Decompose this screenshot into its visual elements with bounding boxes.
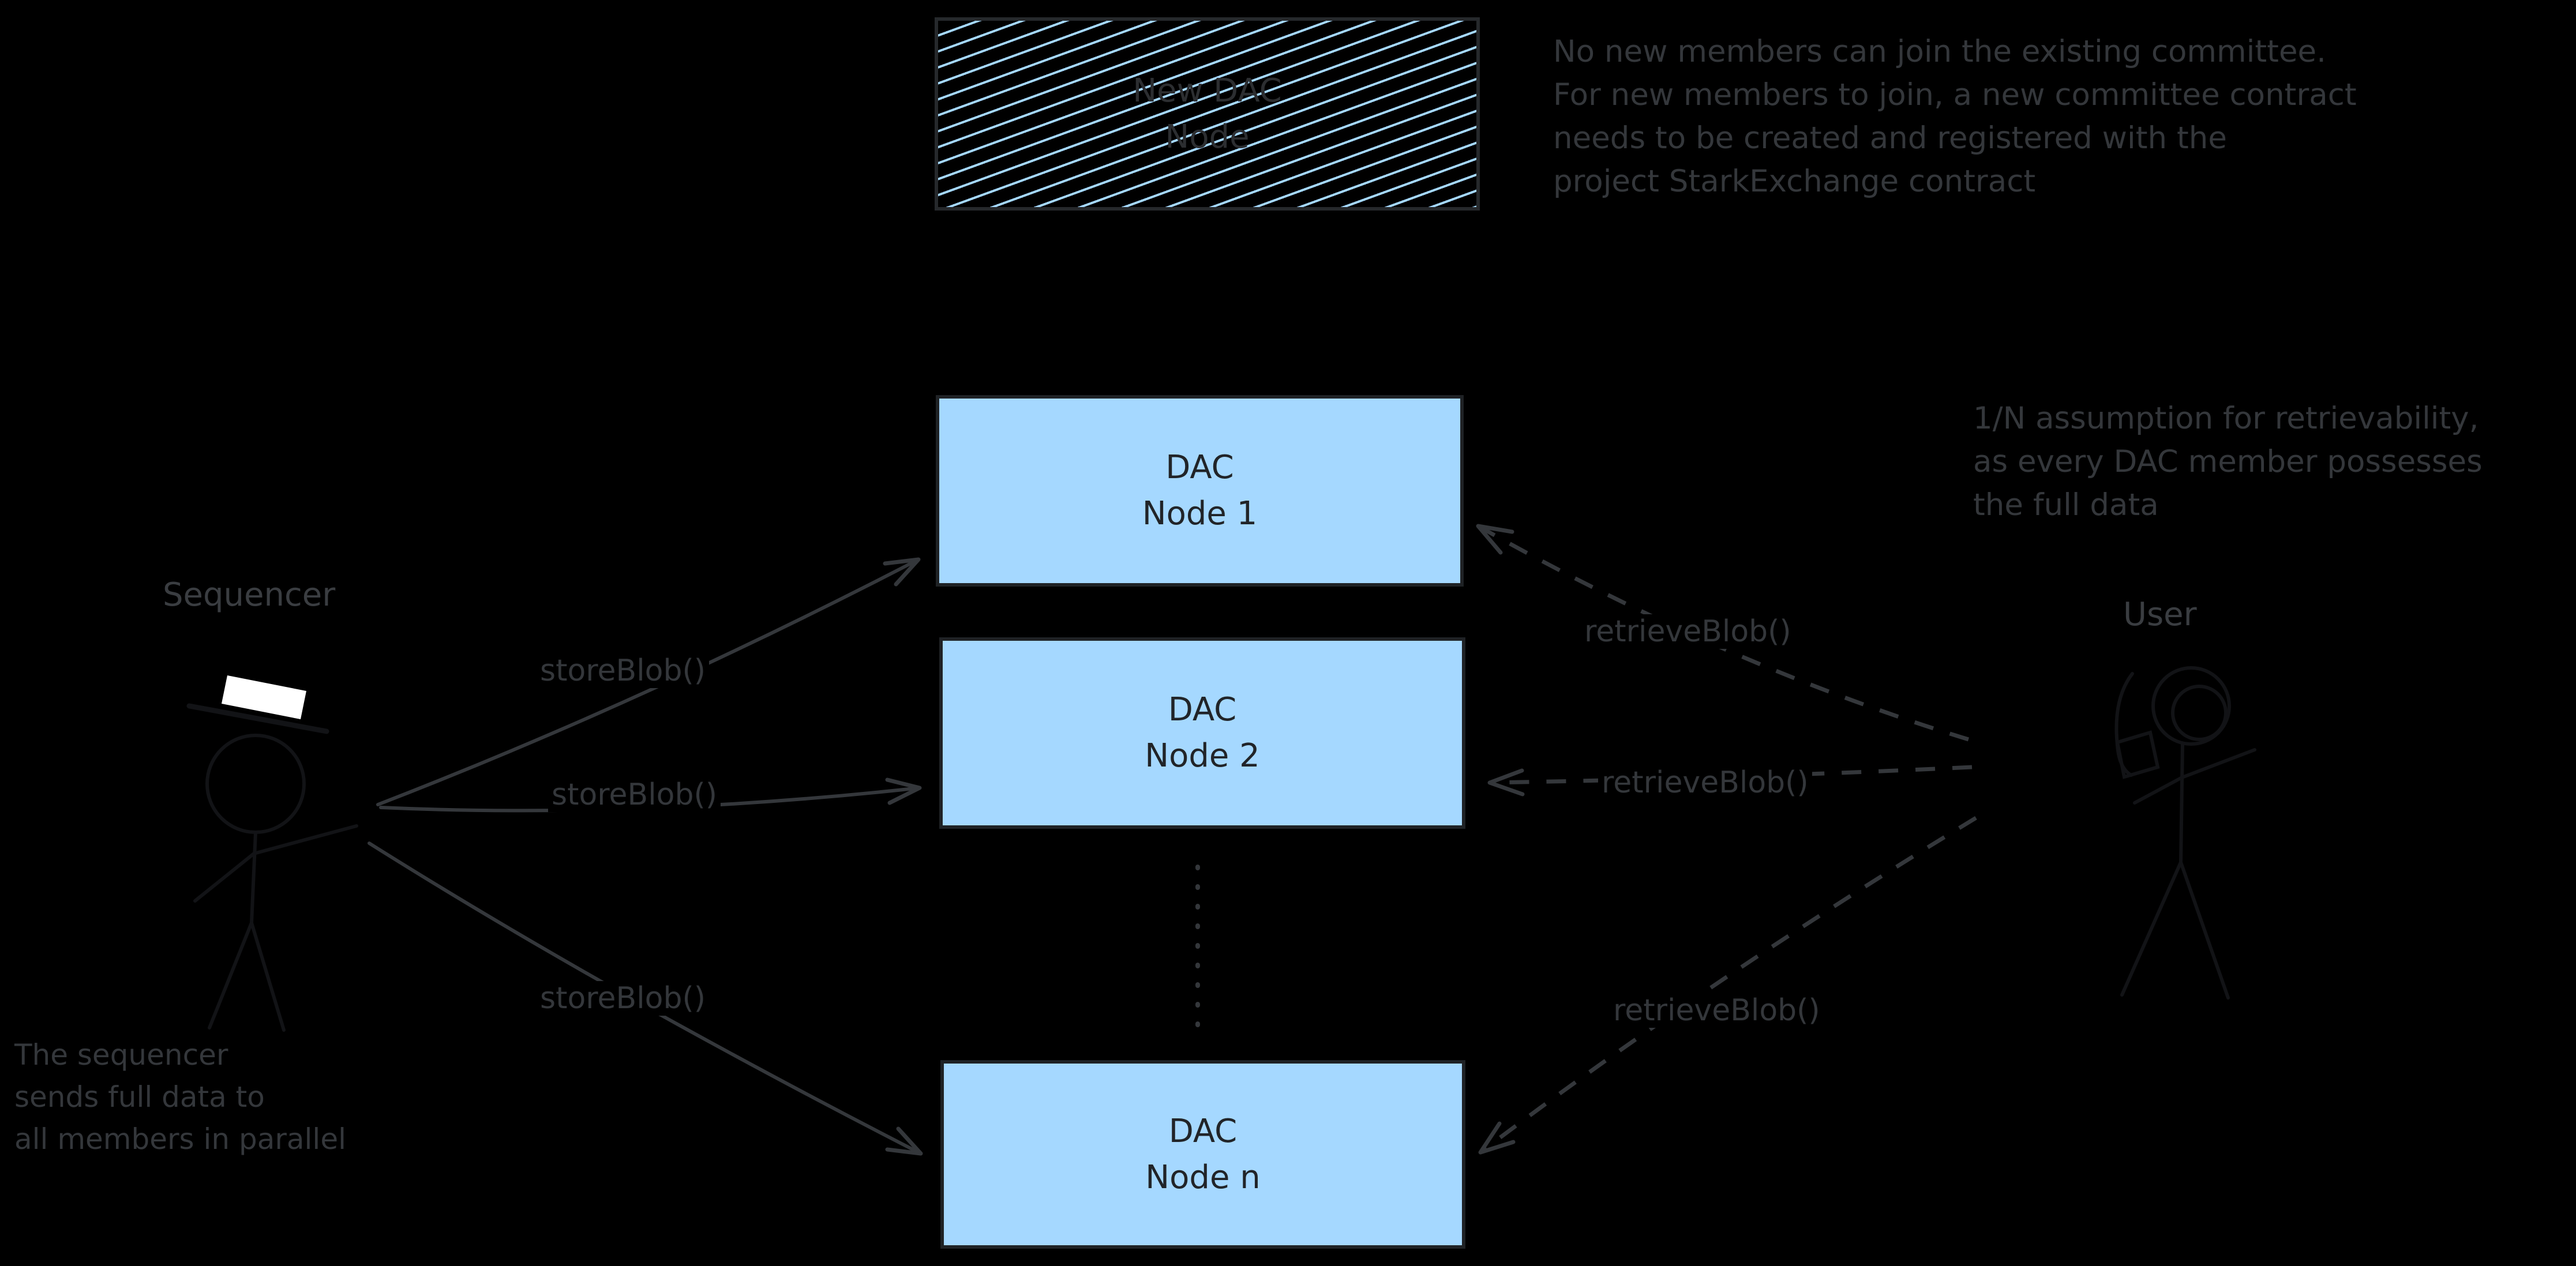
store-blob-label-2: storeBlob() — [548, 777, 721, 812]
committee-note: No new members can join the existing com… — [1553, 30, 2357, 203]
dac-node-1-label-line2: Node 1 — [1142, 495, 1258, 532]
retrieve-blob-arrow-2 — [1487, 765, 1973, 797]
sequencer-note: The sequencer sends full data to all mem… — [14, 1034, 346, 1160]
new-dac-node-label-line2: Node — [1165, 118, 1250, 156]
dac-node-1-label-line1: DAC — [1165, 449, 1234, 487]
dac-node-n-label-line1: DAC — [1168, 1112, 1238, 1150]
retrievability-note-line: the full data — [1973, 487, 2159, 523]
retrieve-blob-label-3: retrieveBlob() — [1610, 993, 1824, 1028]
committee-note-line: No new members can join the existing com… — [1553, 34, 2327, 69]
hat-icon — [222, 675, 306, 719]
store-blob-label-1: storeBlob() — [537, 653, 710, 688]
retrievability-note-line: 1/N assumption for retrievability, — [1973, 401, 2479, 436]
store-blob-arrow-1 — [376, 557, 921, 806]
committee-note-line: needs to be created and registered with … — [1553, 121, 2227, 156]
sequencer-note-line: sends full data to — [14, 1080, 265, 1114]
hat-brim — [186, 703, 329, 734]
committee-note-line: For new members to join, a new committee… — [1553, 77, 2357, 112]
phone-icon — [2115, 730, 2160, 779]
dac-node-n-box: DAC Node n — [940, 1060, 1465, 1249]
new-dac-node-label-line1: New DAC — [1133, 72, 1282, 110]
store-blob-label-3: storeBlob() — [537, 981, 710, 1016]
sequencer-note-line: all members in parallel — [14, 1122, 346, 1156]
user-label: User — [2123, 596, 2197, 633]
retrieve-blob-label-1: retrieveBlob() — [1581, 614, 1795, 649]
dac-node-2-box: DAC Node 2 — [939, 637, 1465, 829]
committee-note-line: project StarkExchange contract — [1553, 164, 2036, 199]
retrieve-blob-arrow-3 — [1478, 816, 1977, 1155]
sequencer-note-line: The sequencer — [14, 1038, 228, 1072]
retrievability-note: 1/N assumption for retrievability, as ev… — [1973, 397, 2483, 527]
dac-node-1-box: DAC Node 1 — [936, 395, 1464, 587]
retrieve-blob-label-2: retrieveBlob() — [1598, 765, 1812, 800]
dac-node-n-label-line2: Node n — [1145, 1158, 1261, 1196]
sequencer-person-icon — [186, 675, 358, 1032]
retrievability-note-line: as every DAC member possesses — [1973, 444, 2483, 479]
user-person-icon — [2114, 666, 2256, 1000]
dac-node-2-label-line2: Node 2 — [1145, 737, 1260, 775]
new-dac-node-box: New DAC Node — [935, 17, 1480, 211]
dac-node-2-label-line1: DAC — [1168, 691, 1237, 729]
sequencer-label: Sequencer — [163, 576, 336, 614]
hair-strand — [2114, 672, 2134, 777]
